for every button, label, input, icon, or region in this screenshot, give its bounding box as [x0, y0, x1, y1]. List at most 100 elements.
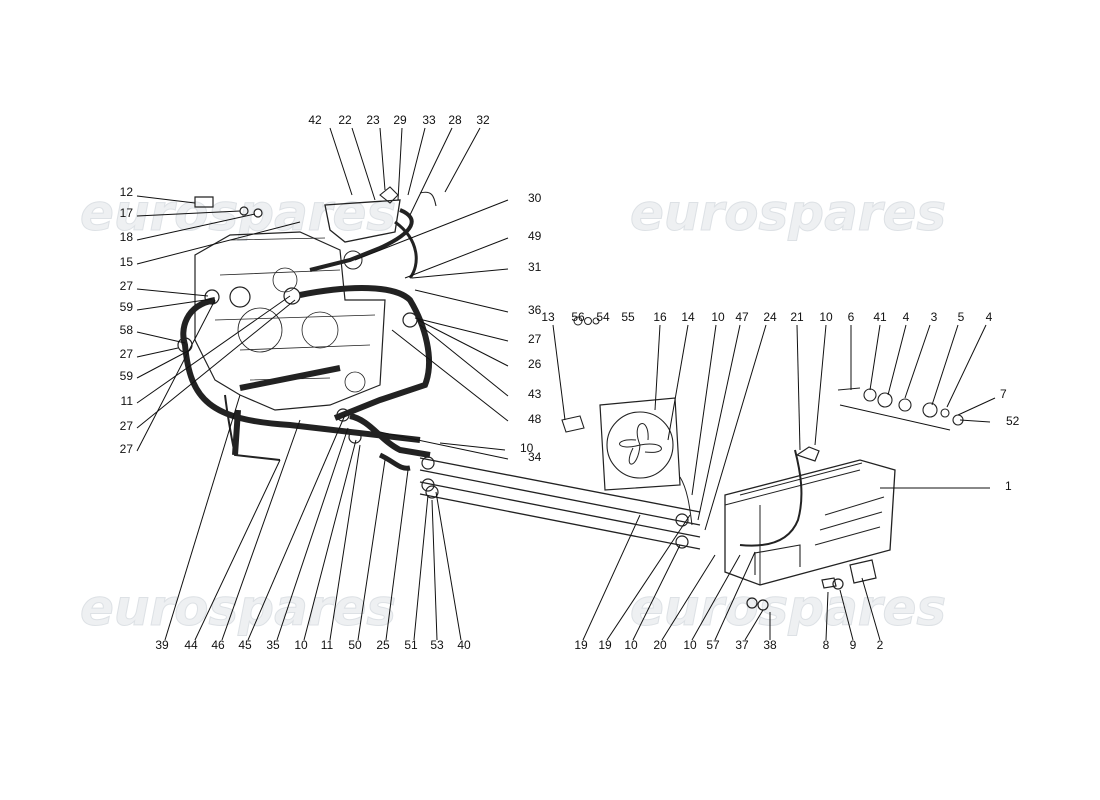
callout-label: 4 [903, 310, 910, 324]
callout-label: 36 [528, 303, 542, 317]
callout-label: 10 [819, 310, 833, 324]
leader-line [654, 324, 661, 411]
callout-label: 10 [624, 638, 638, 652]
leader-line [904, 324, 931, 399]
leader-line [397, 127, 403, 201]
callout-label: 27 [120, 279, 134, 293]
callout-label: 32 [476, 113, 490, 127]
callout-label: 7 [1000, 387, 1007, 401]
leader-line [691, 324, 717, 496]
watermark-top-left: eurospares [80, 184, 396, 242]
callout-label: 31 [528, 260, 542, 274]
callout-label: 14 [681, 310, 695, 324]
callout-label: 1 [1005, 479, 1012, 493]
leader-line [329, 444, 361, 641]
leader-line [419, 324, 509, 397]
callout-label: 52 [1006, 414, 1020, 428]
leader-line [404, 237, 509, 279]
callout-label: 55 [621, 310, 635, 324]
leader-line [959, 419, 991, 423]
callout-label: 33 [422, 113, 436, 127]
vent-hose [394, 220, 418, 279]
callout-label: 46 [211, 638, 225, 652]
leader-line [796, 324, 801, 451]
leader-line [861, 577, 881, 641]
callout-label: 53 [430, 638, 444, 652]
callout-label: 5 [958, 310, 965, 324]
callout-label: 47 [735, 310, 749, 324]
leader-line [136, 210, 241, 217]
watermark-bottom-right: eurospares [630, 579, 946, 637]
callout-label: 25 [376, 638, 390, 652]
leader-line [661, 554, 716, 641]
leader-line [354, 199, 509, 261]
callout-label: 11 [321, 638, 334, 652]
callout-label: 58 [120, 323, 134, 337]
leader-line [552, 324, 566, 421]
leader-line [136, 195, 196, 204]
callout-label: 27 [120, 419, 134, 433]
electric-fan [561, 316, 681, 491]
leader-line [136, 349, 191, 379]
leader-line [439, 442, 506, 451]
leader-line [136, 299, 216, 452]
callout-label: 49 [528, 229, 542, 243]
leader-line [744, 609, 764, 641]
callout-label: 57 [706, 638, 720, 652]
callout-label: 24 [763, 310, 777, 324]
callout-label: 51 [404, 638, 418, 652]
callout-label: 20 [653, 638, 667, 652]
leader-line [351, 127, 376, 201]
callout-label: 11 [121, 394, 134, 408]
leader-lines [136, 127, 996, 641]
leader-line [435, 491, 462, 641]
leader-line [839, 589, 854, 641]
callout-label: 26 [528, 357, 542, 371]
leader-line [431, 499, 438, 641]
leader-line [303, 439, 357, 641]
leader-line [221, 419, 301, 641]
callout-label: 13 [541, 310, 555, 324]
callout-label: 29 [393, 113, 407, 127]
callout-label: 8 [823, 638, 830, 652]
radiator [724, 446, 896, 611]
callout-label: 48 [528, 412, 542, 426]
callout-label: 10 [294, 638, 308, 652]
engine-hoses [177, 196, 439, 499]
callout-label: 23 [366, 113, 380, 127]
callout-label: 10 [711, 310, 725, 324]
leader-line [931, 324, 959, 406]
callout-label: 59 [120, 300, 134, 314]
leader-line [329, 127, 353, 196]
leader-line [409, 127, 453, 216]
watermark-top-right: eurospares [630, 184, 946, 242]
callout-label: 17 [120, 206, 134, 220]
leader-line [247, 414, 346, 641]
leader-line [411, 268, 509, 279]
callout-label: 12 [120, 185, 134, 199]
callout-label: 38 [763, 638, 777, 652]
leader-line [869, 324, 881, 391]
callout-label: 44 [184, 638, 198, 652]
leader-line [357, 459, 386, 641]
mounting-hardware [837, 387, 964, 431]
leader-line [276, 427, 349, 641]
callout-label: 27 [120, 442, 134, 456]
leader-line [407, 127, 426, 196]
callout-label: 56 [571, 310, 585, 324]
callout-label: 54 [596, 310, 610, 324]
leader-line [136, 347, 179, 358]
leader-line [414, 317, 509, 342]
leader-line [136, 288, 209, 297]
callout-label: 3 [931, 310, 938, 324]
callout-label: 10 [520, 441, 534, 455]
leader-line [136, 213, 256, 241]
callout-label: 15 [120, 255, 134, 269]
leader-line [136, 295, 291, 404]
leader-line [582, 514, 641, 641]
leader-line [379, 431, 509, 460]
callout-label: 40 [457, 638, 471, 652]
callout-label: 18 [120, 230, 134, 244]
leader-line [606, 514, 691, 641]
